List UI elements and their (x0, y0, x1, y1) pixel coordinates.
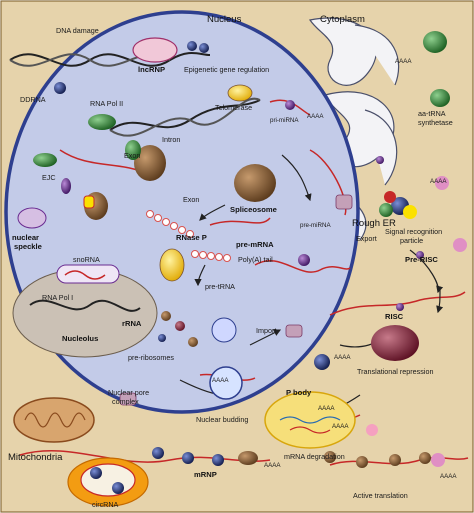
active-translation-label: Active translation (353, 491, 408, 500)
rna-pol-ii-label: RNA Pol II (90, 99, 123, 108)
import-label: Import (256, 326, 276, 335)
ejc-label: EJC (42, 173, 56, 182)
pre-trna-label: pre-tRNA (205, 282, 235, 291)
nucleolus-label: Nucleolus (62, 334, 98, 343)
aaaa-label-1: AAAA (307, 113, 324, 120)
polya-tail-label: Poly(A) tail (238, 255, 273, 264)
mitochondria-label: Mitochondria (8, 452, 63, 463)
translational-repression-label: Translational repression (357, 367, 433, 376)
export-label: Export (356, 234, 377, 243)
snorna-label: snoRNA (73, 255, 100, 264)
nucleus-label: Nucleus (207, 14, 242, 25)
srp-label: Signal recognition (385, 227, 442, 236)
rrna-label: rRNA (122, 319, 142, 328)
intron-label: Intron (162, 135, 180, 144)
aa-trna-label-2: synthetase (418, 118, 453, 127)
dna-damage-label: DNA damage (56, 26, 99, 35)
ddrna-label: DDRNA (20, 95, 46, 104)
circrna-label: circRNA (92, 500, 119, 509)
aaaa-risc-label: AAAA (334, 354, 351, 361)
pre-ribosomes-label: pre-ribosomes (128, 353, 174, 362)
nuclear-pore-label-2: complex (112, 397, 139, 406)
nuclear-pore-label: Nuclear pore (108, 388, 149, 397)
aaaa-pbody-label: AAAA (318, 405, 335, 412)
nuclear-speckle-label: nuclear (12, 233, 39, 242)
telomerase-label: Telomerase (215, 103, 252, 112)
p-body-label: P body (286, 388, 312, 397)
pre-mrna-label: pre-mRNA (236, 240, 274, 249)
nuclear-speckle-label-2: speckle (14, 242, 42, 251)
pbody-strand-red (289, 426, 331, 434)
aa-trna-label: aa-tRNA (418, 109, 446, 118)
pbody-strand (279, 416, 341, 424)
pri-mirna-label: pri-miRNA (270, 117, 299, 124)
snorna-strand (64, 270, 106, 280)
aaaa-mrnp-label: AAAA (264, 462, 281, 469)
pre-risc-label: Pre-RISC (405, 255, 438, 264)
risc-label: RISC (385, 312, 404, 321)
exon-beads (146, 210, 231, 262)
exon-label-1: Exon (124, 151, 140, 160)
nuclear-pores (119, 194, 353, 406)
rough-er-label: Rough ER (352, 218, 396, 229)
snorna-box (56, 264, 120, 284)
exon-label-2: Exon (183, 195, 199, 204)
aaaa-golgi-label: AAAA (395, 58, 412, 65)
srp-label-2: particle (400, 236, 423, 245)
aaaa-right-label: AAAA (430, 178, 447, 185)
circrna (67, 457, 149, 507)
aaaa-bud-label: AAAA (212, 377, 229, 384)
pre-mirna-label: pre-miRNA (300, 222, 331, 229)
mitochondrion (13, 397, 95, 443)
lncrnp-label: lncRNP (138, 65, 165, 74)
rna-pol-i-label: RNA Pol I (42, 293, 73, 302)
mrna-degradation-label: mRNA degradation (284, 452, 345, 461)
cytoplasm-label: Cytoplasm (320, 14, 365, 25)
epigenetic-label: Epigenetic gene regulation (184, 65, 269, 74)
rnase-p-label: RNase P (176, 233, 207, 242)
aaaa-active-label: AAAA (440, 473, 457, 480)
mrnp-label: mRNP (194, 470, 217, 479)
nuclear-budding-label: Nuclear budding (196, 415, 248, 424)
molecular-complexes (17, 31, 467, 468)
spliceosome-label: Spliceosome (230, 205, 277, 214)
aaaa-pbody-label-2: AAAA (332, 423, 349, 430)
